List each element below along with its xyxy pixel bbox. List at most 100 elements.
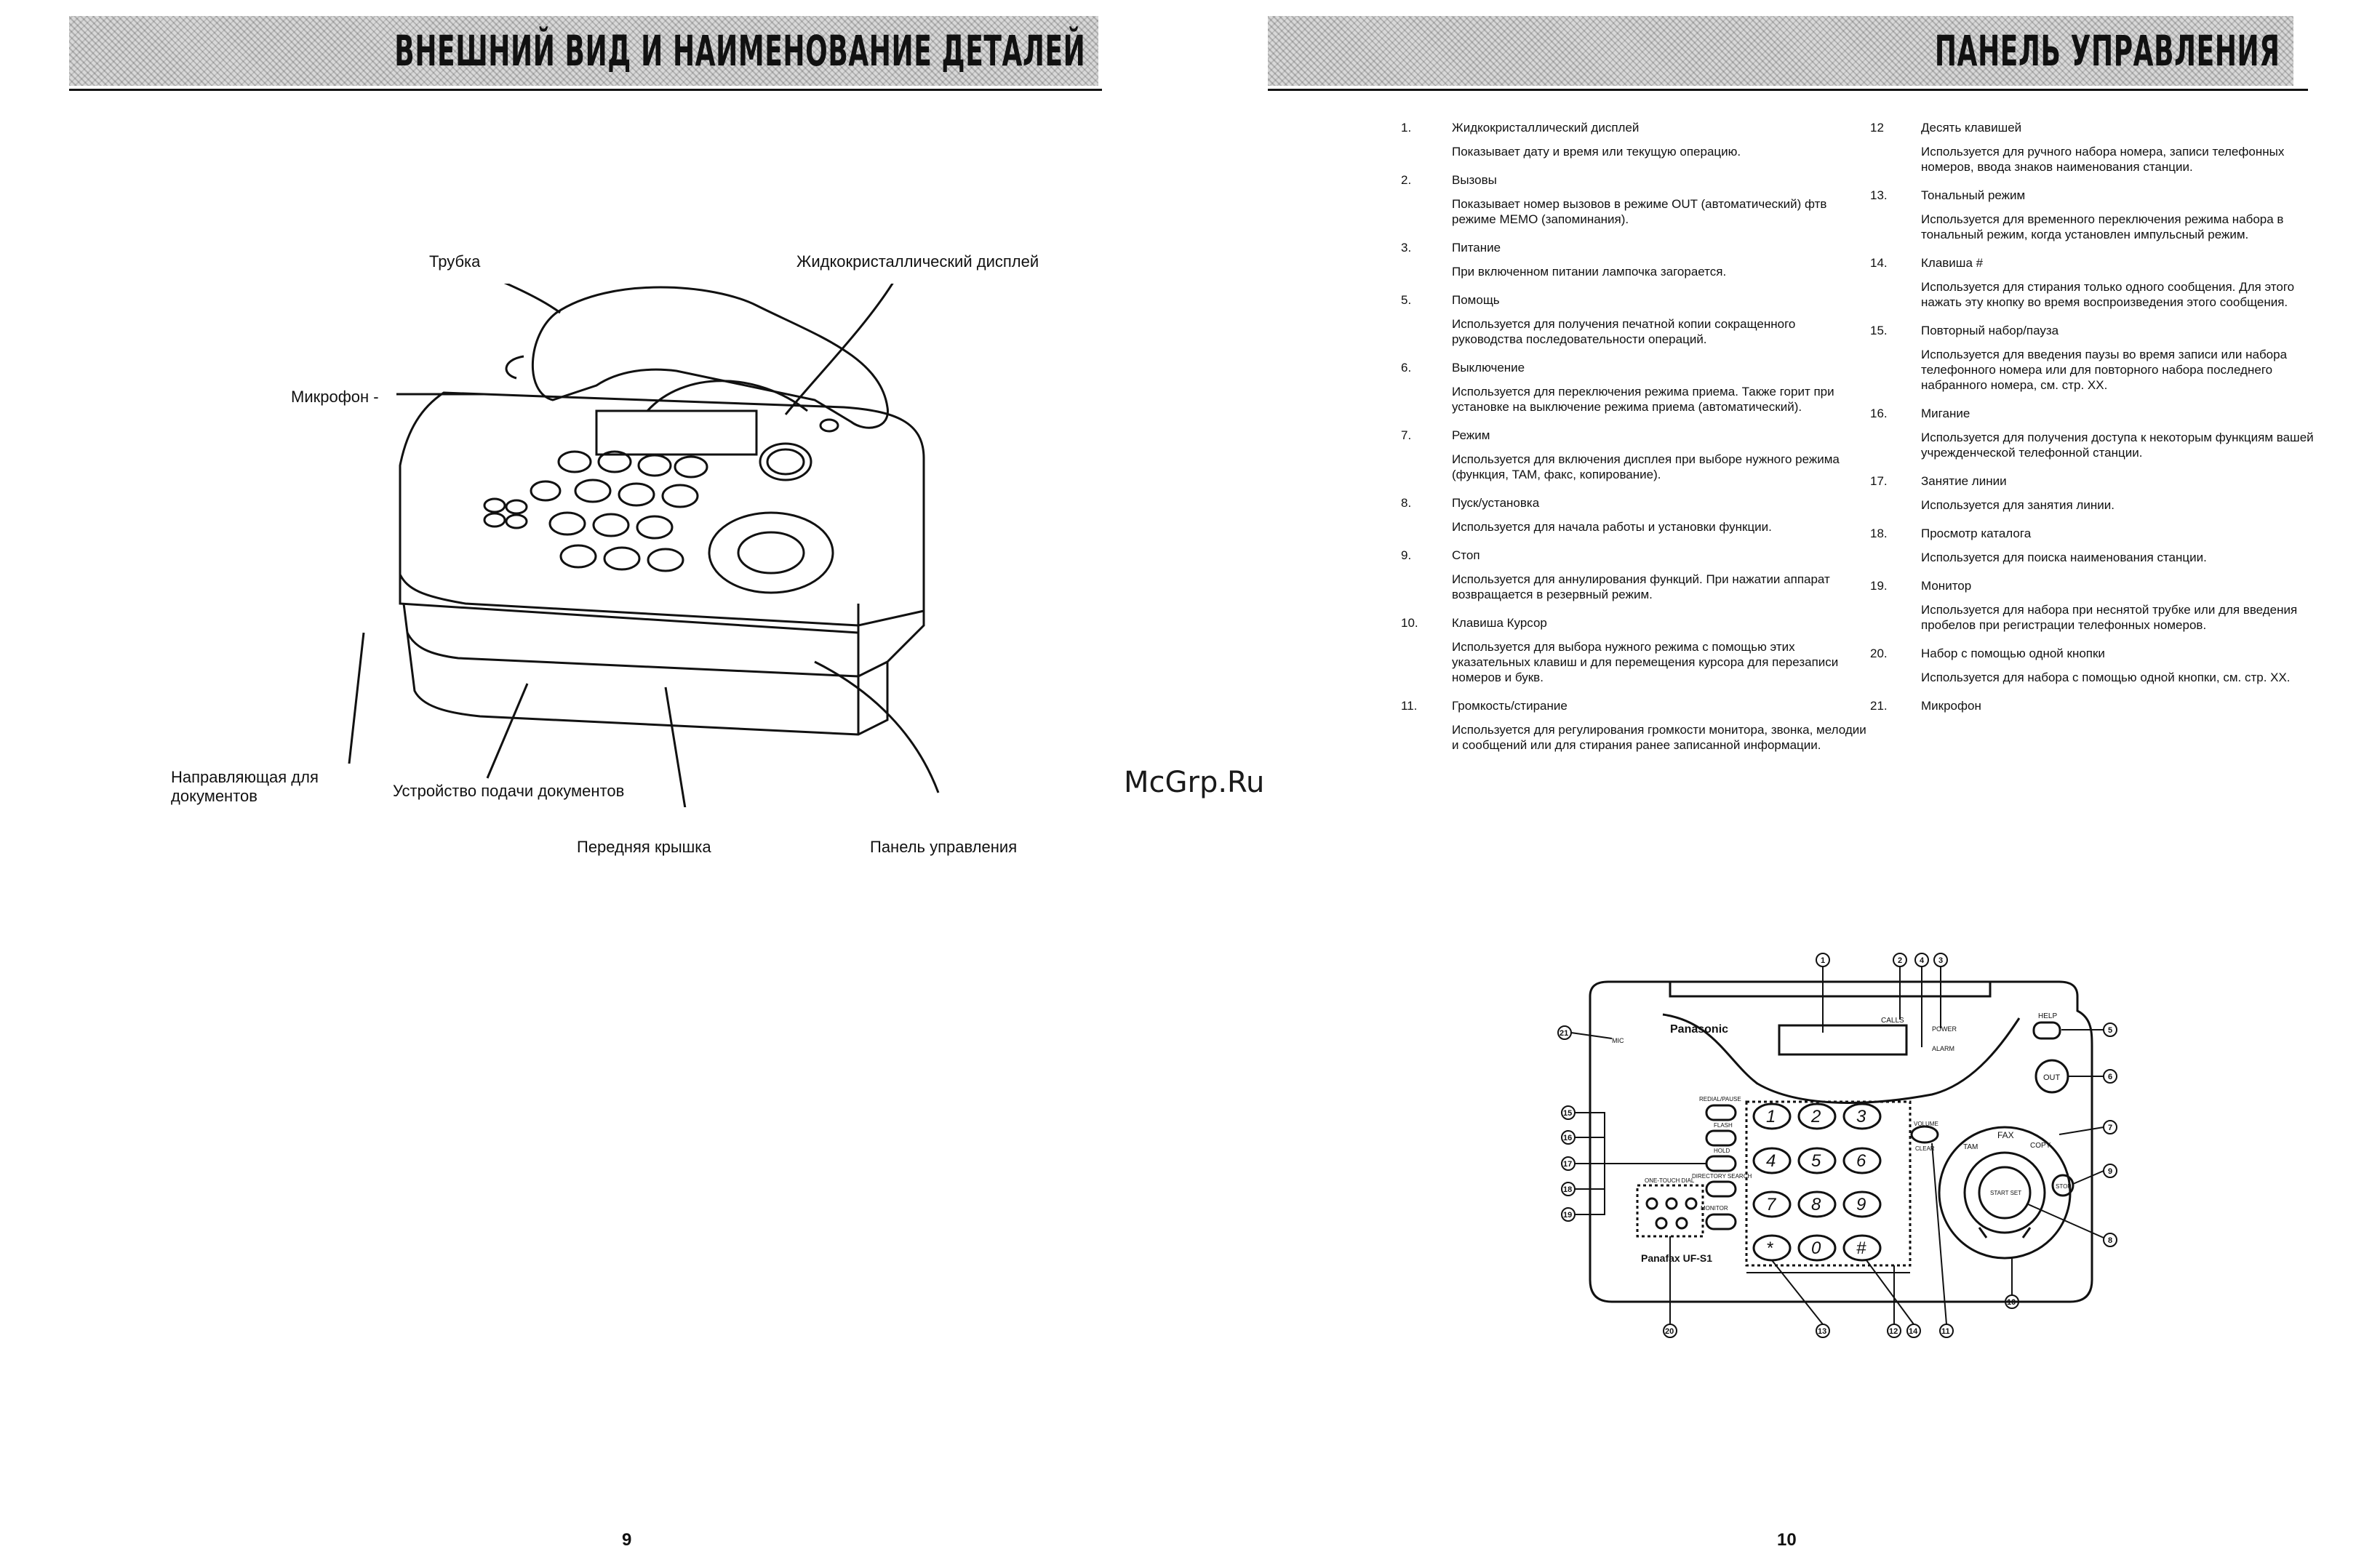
label-handset: Трубка [429, 252, 481, 271]
panel-alarm-label: ALARM [1932, 1045, 1954, 1052]
copy-label: COPY [2030, 1142, 2051, 1150]
one-touch-4[interactable] [1655, 1217, 1668, 1230]
key-3-label: 3 [1856, 1107, 1866, 1126]
fax-machine-drawing [348, 284, 940, 807]
watermark: McGrp.Ru [1124, 766, 1265, 799]
key-5[interactable] [1797, 1147, 1837, 1174]
callout-21: 21 [1560, 1029, 1568, 1038]
key-hash[interactable] [1842, 1234, 1882, 1262]
callout-8: 8 [2108, 1236, 2112, 1245]
panel-lcd [1778, 1024, 1908, 1056]
out-button-label: OUT [2043, 1073, 2061, 1082]
right-header-rule [1268, 89, 2308, 91]
one-touch-2[interactable] [1665, 1197, 1678, 1210]
key-9[interactable] [1842, 1190, 1882, 1218]
handset-cord [505, 355, 524, 380]
panel-leader-lines [1570, 966, 2104, 1325]
fax-body-top [399, 391, 925, 627]
callout-20: 20 [1665, 1327, 1674, 1336]
callout-5: 5 [2108, 1026, 2112, 1035]
right-header-title: ПАНЕЛЬ УПРАВЛЕНИЯ [1935, 26, 2280, 76]
key-6[interactable] [1842, 1147, 1882, 1174]
key-2[interactable] [1797, 1102, 1837, 1130]
callout-15: 15 [1563, 1109, 1572, 1118]
key-0[interactable] [1797, 1234, 1837, 1262]
key-3[interactable] [1842, 1102, 1882, 1130]
cursor-left-icon[interactable] [1978, 1227, 1988, 1238]
monitor-button[interactable] [1705, 1213, 1737, 1230]
fax-label: FAX [1997, 1130, 2014, 1140]
key-2-label: 2 [1810, 1107, 1821, 1126]
hold-label: HOLD [1714, 1148, 1730, 1154]
callout-16: 16 [1563, 1134, 1572, 1142]
stop-button[interactable] [2051, 1174, 2074, 1197]
key-star-label: * [1766, 1238, 1773, 1258]
label-doc-guide: Направляющая для документов [171, 768, 319, 805]
left-page: ВНЕШНИЙ ВИД И НАИМЕНОВАНИЕ ДЕТАЛЕЙ Трубк… [69, 16, 1102, 1550]
key-5-label: 5 [1811, 1151, 1821, 1171]
label-front-cover: Передняя крышка [577, 838, 711, 856]
one-touch-1[interactable] [1645, 1197, 1658, 1210]
callout-17: 17 [1563, 1160, 1572, 1169]
key-8-label: 8 [1811, 1195, 1821, 1214]
callout-11: 11 [1941, 1327, 1950, 1336]
callout-14: 14 [1909, 1327, 1918, 1336]
label-doc-feeder: Устройство подачи документов [393, 782, 625, 800]
redial-pause-button[interactable] [1705, 1104, 1737, 1121]
key-4-label: 4 [1766, 1151, 1776, 1171]
leader-front-cover [664, 687, 687, 807]
leader-lcd [784, 284, 894, 415]
key-7-label: 7 [1766, 1195, 1777, 1214]
start-set-button[interactable] [1978, 1166, 2032, 1220]
one-touch-label: ONE-TOUCH DIAL [1645, 1177, 1695, 1184]
hold-button[interactable] [1705, 1155, 1737, 1172]
handset-cradle [646, 380, 808, 412]
fax-paper-slot [399, 575, 860, 634]
panel-top-slot [1669, 982, 1992, 998]
panel-calls-label: CALLS [1881, 1017, 1904, 1025]
leader-control-panel [814, 660, 940, 793]
callout-2: 2 [1898, 956, 1902, 965]
callout-9: 9 [2108, 1167, 2112, 1176]
volume-clear-button[interactable] [1910, 1125, 1939, 1144]
directory-search-button[interactable] [1705, 1180, 1737, 1198]
help-button[interactable] [2032, 1021, 2061, 1040]
item-21: 21.Микрофон [1870, 699, 1981, 713]
cursor-dial-outer [708, 511, 834, 594]
callout-6: 6 [2108, 1073, 2112, 1081]
panel-outline [1589, 980, 2093, 1303]
key-6-label: 6 [1856, 1151, 1866, 1171]
key-8[interactable] [1797, 1190, 1837, 1218]
key-1[interactable] [1752, 1102, 1792, 1130]
mode-dial-ring[interactable] [1963, 1151, 2046, 1234]
cursor-right-icon[interactable] [2021, 1227, 2032, 1238]
one-touch-3[interactable] [1685, 1197, 1698, 1210]
key-0-label: 0 [1811, 1238, 1821, 1258]
label-lcd: Жидкокристаллический дисплей [796, 252, 1039, 271]
callout-4: 4 [1920, 956, 1925, 965]
key-4[interactable] [1752, 1147, 1792, 1174]
flash-button[interactable] [1705, 1129, 1737, 1147]
panel-power-label: POWER [1932, 1025, 1957, 1033]
stop-label: STOP [2056, 1183, 2072, 1190]
start-set-label: START SET [1990, 1190, 2021, 1196]
one-touch-5[interactable] [1675, 1217, 1688, 1230]
fax-buttons [483, 418, 839, 572]
key-7[interactable] [1752, 1190, 1792, 1218]
item-14: 14.Клавиша #Используется для стирания то… [1870, 256, 2295, 309]
panel-model: Panafax UF-S1 [1641, 1252, 1712, 1264]
callout-3: 3 [1938, 956, 1943, 965]
